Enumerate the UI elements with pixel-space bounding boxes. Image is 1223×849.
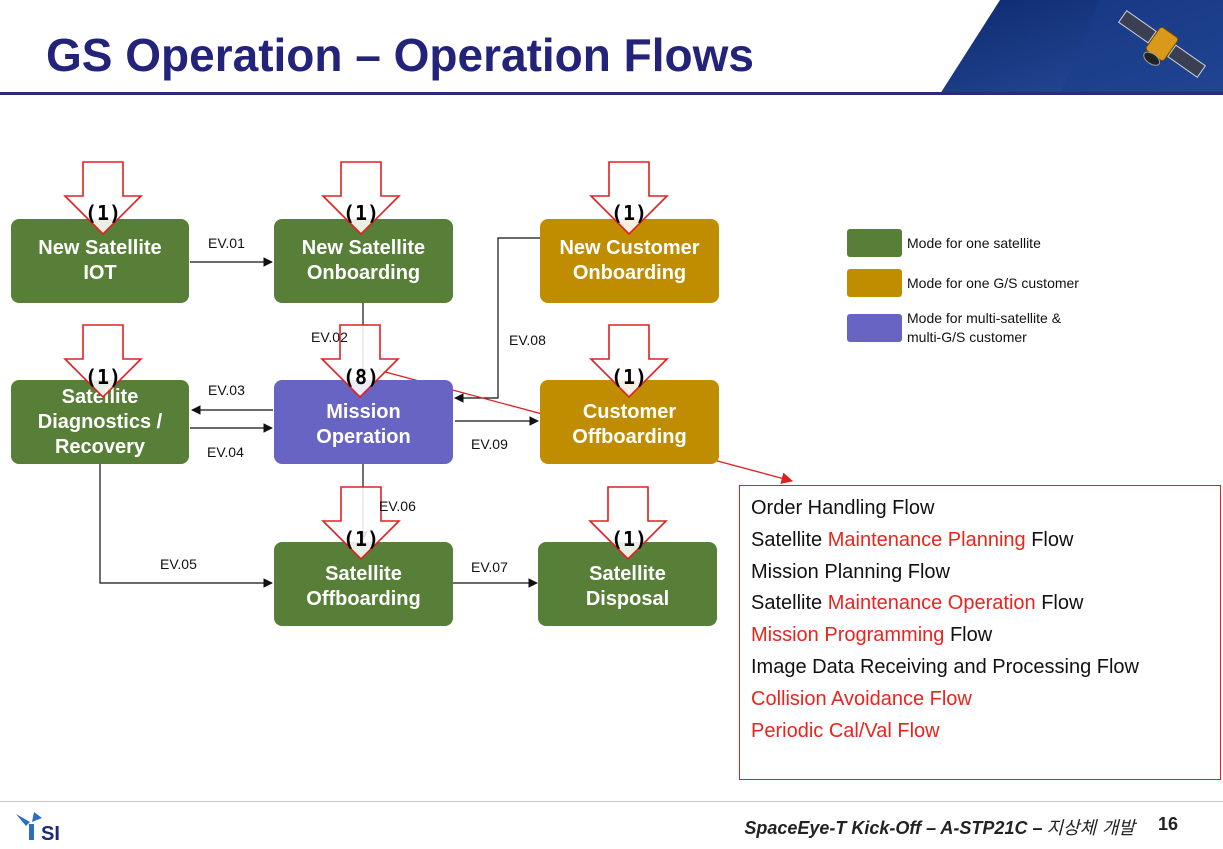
flow-count-badge: (1) [610, 527, 648, 551]
entry-arrow-icon [589, 324, 669, 399]
flow-count-badge: (1) [610, 365, 648, 389]
flow-highlight: Collision Avoidance Flow [751, 687, 972, 710]
node-label-line: IOT [83, 262, 117, 284]
event-label-ev04: EV.04 [207, 444, 244, 460]
event-label-ev05: EV.05 [160, 556, 197, 572]
header-banner [940, 0, 1223, 94]
event-label-ev08: EV.08 [509, 332, 546, 348]
flow-highlight: Periodic Cal/Val Flow [751, 719, 940, 742]
node-label-line: New Satellite [301, 237, 426, 259]
node-label-line: Mission [326, 401, 401, 423]
title-underline [0, 92, 1223, 95]
entry-arrow-icon [320, 324, 400, 399]
si-logo-icon: SI [16, 812, 60, 844]
node-label-line: Onboarding [306, 262, 421, 284]
flow-item: Collision Avoidance Flow [751, 684, 1220, 716]
node-label-line: New Satellite [38, 237, 162, 259]
event-label-ev01: EV.01 [208, 235, 245, 251]
entry-arrow-icon [63, 324, 143, 399]
flow-item: Periodic Cal/Val Flow [751, 716, 1220, 748]
flow-text: Flow [1035, 592, 1084, 615]
entry-arrow-icon [321, 161, 401, 236]
flow-highlight: Maintenance Operation [827, 592, 1036, 615]
flow-count-badge: (8) [342, 365, 380, 389]
node-label-line: Onboarding [572, 262, 687, 284]
flow-count-badge: (1) [342, 201, 380, 225]
page-title: GS Operation – Operation Flows [46, 29, 754, 81]
flow-text: Flow [944, 624, 993, 647]
footer-doc-title-en: SpaceEye-T Kick-Off – A-STP21C – [744, 818, 1043, 838]
flow-item: Satellite Maintenance Planning Flow [751, 525, 1220, 557]
page-number: 16 [1158, 814, 1179, 834]
svg-text:SI: SI [41, 823, 60, 844]
event-label-ev09: EV.09 [471, 436, 508, 452]
legend-label-line: multi-G/S customer [907, 329, 1027, 345]
flow-item: Image Data Receiving and Processing Flow [751, 652, 1220, 684]
legend-swatch-gold [847, 269, 902, 297]
edge-ev05 [99, 464, 273, 588]
node-label-line: Diagnostics / [37, 410, 163, 433]
flow-item: Order Handling Flow [751, 493, 1220, 525]
legend-label: Mode for one G/S customer [907, 275, 1079, 291]
flow-item: Mission Programming Flow [751, 620, 1220, 652]
flow-item: Satellite Maintenance Operation Flow [751, 588, 1220, 620]
flow-highlight: Mission Programming [751, 624, 945, 647]
legend-swatch-purple [847, 314, 902, 342]
entry-arrow-icon [321, 486, 401, 561]
node-label-line: Satellite [325, 563, 402, 585]
footer-doc-title-kr: 지상체 개발 [1046, 818, 1135, 839]
node-label-line: Satellite [589, 563, 666, 585]
flow-count-badge: (1) [342, 527, 380, 551]
legend-label: Mode for one satellite [907, 235, 1041, 251]
legend-label-line: Mode for multi-satellite & [907, 310, 1062, 326]
flow-text: Image Data Receiving and Processing Flow [751, 655, 1139, 678]
flow-text: Satellite [751, 528, 828, 551]
flow-highlight: Maintenance Planning [827, 528, 1026, 551]
flow-count-badge: (1) [84, 201, 122, 225]
event-label-ev02: EV.02 [311, 329, 348, 345]
flow-text: Order Handling Flow [751, 497, 935, 519]
edge-ev08 [454, 237, 540, 403]
node-label-line: Satellite [61, 385, 139, 408]
legend-swatch-green [847, 229, 902, 257]
flow-count-badge: (1) [84, 365, 122, 389]
flow-text: Mission Planning Flow [751, 560, 950, 583]
flow-count-badge: (1) [610, 201, 648, 225]
node-label-line: Offboarding [572, 426, 687, 448]
entry-arrow-icon [588, 486, 668, 561]
footer-doc-title: SpaceEye-T Kick-Off – A-STP21C –지상체 개발 [744, 814, 1135, 840]
satellite-icon [1117, 10, 1207, 78]
event-label-ev07: EV.07 [471, 559, 508, 575]
footer-divider [0, 801, 1223, 802]
node-label-line: Customer [582, 401, 677, 423]
flow-item: Mission Planning Flow [751, 557, 1220, 589]
mission-operation-flow-list: Order Handling Flow Satellite Maintenanc… [739, 485, 1221, 780]
entry-arrow-icon [63, 161, 143, 236]
flow-text: Satellite [751, 592, 828, 615]
flow-text: Flow [1025, 528, 1074, 551]
node-label-line: New Customer [559, 237, 700, 259]
node-label-line: Disposal [585, 588, 670, 610]
entry-arrow-icon [589, 161, 669, 236]
node-label-line: Operation [316, 426, 411, 448]
event-label-ev03: EV.03 [208, 382, 245, 398]
event-label-ev06: EV.06 [379, 498, 416, 514]
node-label-line: Offboarding [306, 588, 421, 610]
legend-label: Mode for multi-satellite & multi-G/S cus… [907, 309, 1061, 347]
node-label-line: Recovery [54, 435, 146, 458]
